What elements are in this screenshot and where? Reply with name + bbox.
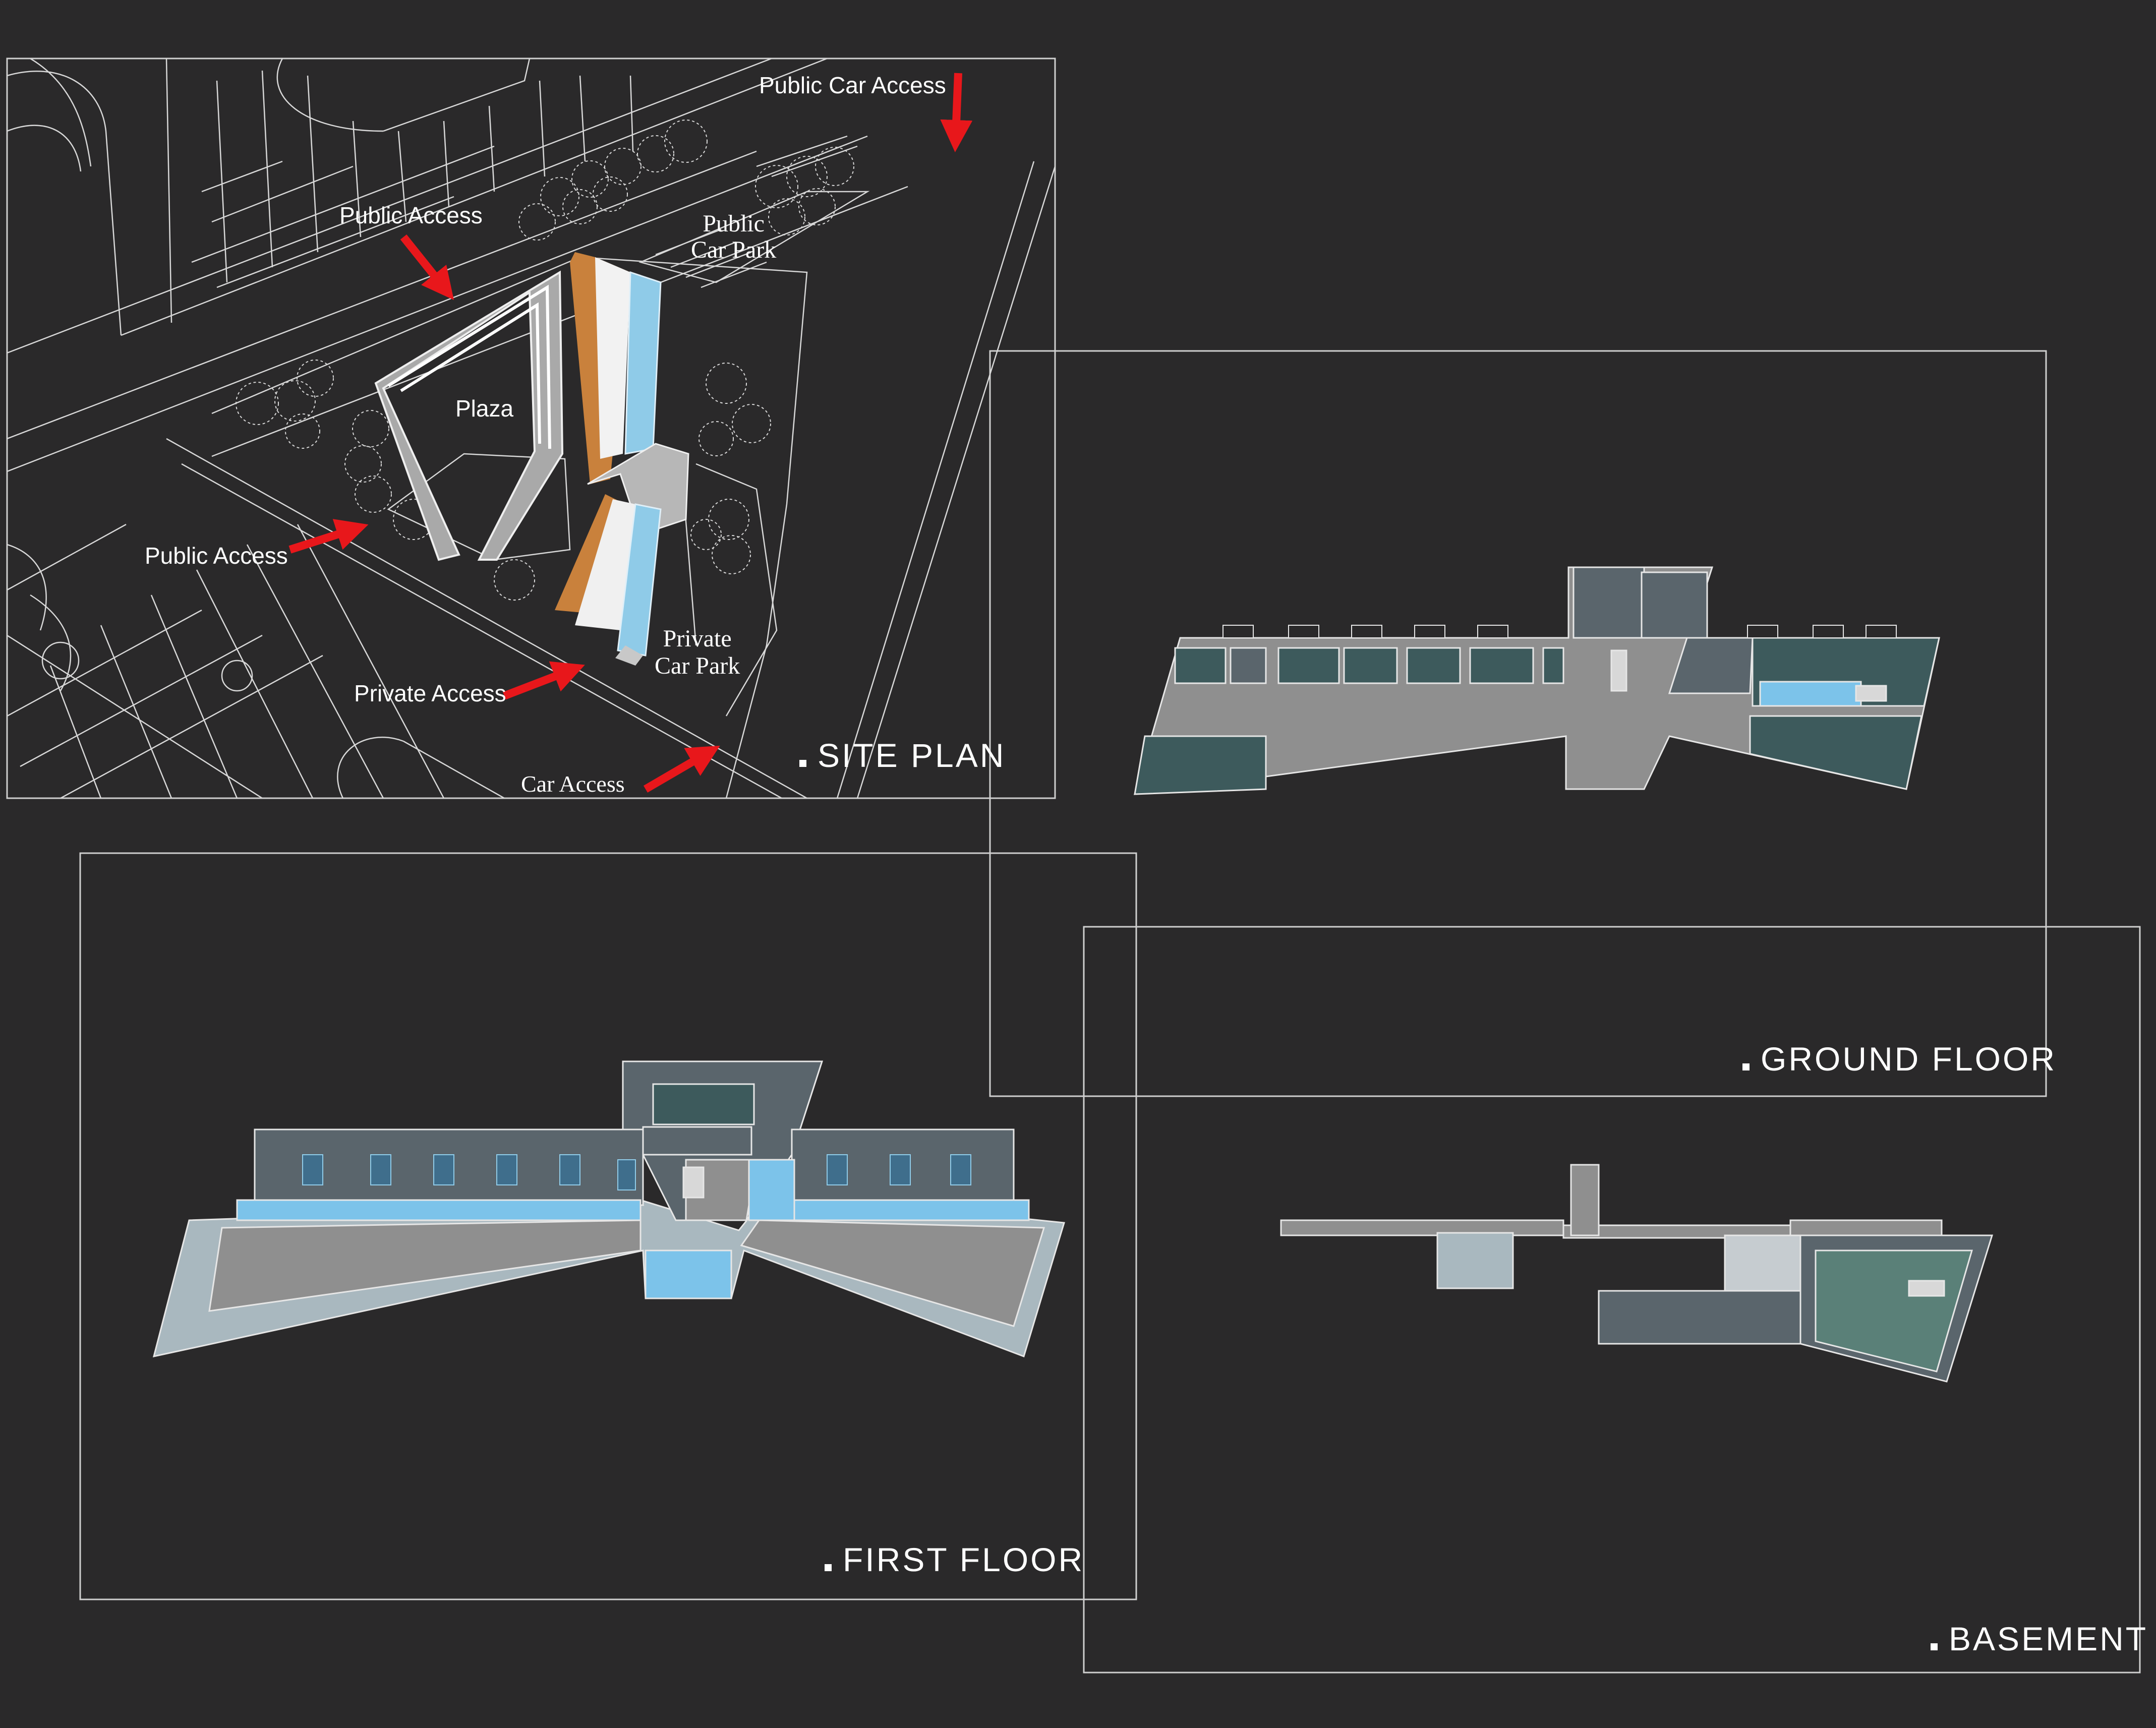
basement-plan xyxy=(1280,1164,1994,1383)
label-public-car-access: Public Car Access xyxy=(759,72,946,98)
title-bullet-icon xyxy=(799,760,806,767)
label-private-access: Private Access xyxy=(354,680,506,706)
label-public-access-top: Public Access xyxy=(339,202,483,228)
panel-frames xyxy=(6,57,2141,1674)
access-arrows xyxy=(288,73,973,793)
ground-floor-frame xyxy=(989,350,2047,1097)
ground-floor-plan xyxy=(1133,566,1940,795)
label-car-access: Car Access xyxy=(521,771,625,797)
title-bullet-icon xyxy=(1931,1643,1938,1650)
title-bullet-icon xyxy=(1742,1063,1750,1070)
first-floor-plan xyxy=(152,1060,1065,1357)
site-plan-frame xyxy=(6,57,1056,799)
label-public-access-left: Public Access xyxy=(145,543,288,569)
site-plan-title: SITE PLAN xyxy=(799,736,1006,774)
basement-frame xyxy=(1083,926,2141,1674)
public-access-left-arrow xyxy=(288,519,369,554)
title-bullet-icon xyxy=(825,1564,832,1571)
public-access-top-arrow xyxy=(400,234,454,300)
label-public-car-park: Public Car Park xyxy=(691,210,777,263)
ground-floor-title: GROUND FLOOR xyxy=(1742,1040,2057,1078)
public-car-access-arrow xyxy=(940,73,973,152)
private-access-arrow xyxy=(503,661,585,700)
site-plan-linework xyxy=(7,58,1055,798)
label-private-car-park: Private Car Park xyxy=(655,625,740,679)
label-plaza: Plaza xyxy=(455,395,514,422)
first-floor-title: FIRST FLOOR xyxy=(825,1540,1084,1579)
site-trees xyxy=(236,120,854,601)
first-floor-frame xyxy=(79,852,1137,1600)
main-building xyxy=(555,252,689,666)
basement-title: BASEMENT xyxy=(1931,1620,2148,1658)
plaza-canopy xyxy=(374,270,564,561)
car-access-arrow xyxy=(643,745,720,793)
